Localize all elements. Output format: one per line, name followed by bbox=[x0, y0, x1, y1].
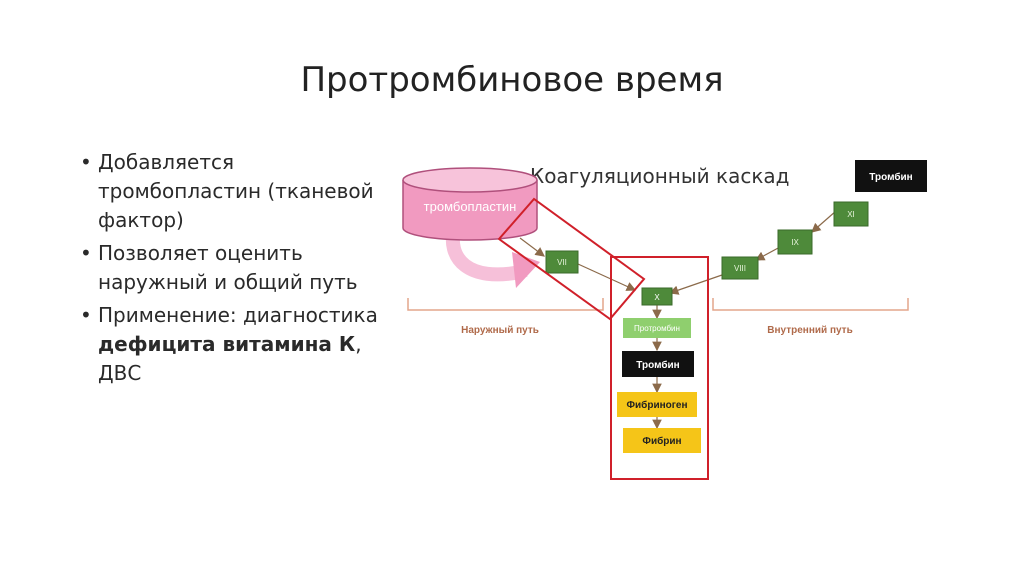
bullet-dot-icon: • bbox=[80, 303, 92, 327]
factor-vii-box: VII bbox=[545, 250, 579, 274]
thrombin-label: Тромбин bbox=[636, 359, 679, 371]
factor-vii-label: VII bbox=[557, 258, 567, 267]
bullet-text: Позволяет оценить наружный и общий путь bbox=[98, 241, 358, 294]
factor-ix-label: IX bbox=[791, 238, 799, 247]
arrow-vii-to-x bbox=[577, 263, 637, 291]
factor-x-box: X bbox=[641, 287, 673, 306]
top-thrombin-label: Тромбин bbox=[869, 171, 912, 183]
cylinder-label: тромбопластин bbox=[424, 199, 517, 214]
fibrinogen-box: Фибриноген bbox=[617, 392, 697, 417]
factor-xi-label: XI bbox=[847, 210, 855, 219]
extrinsic-bracket bbox=[407, 298, 604, 311]
intrinsic-bracket bbox=[712, 298, 909, 311]
tissue-factor-arrowhead bbox=[512, 252, 540, 288]
factor-x-label: X bbox=[654, 293, 660, 302]
prothrombin-box: Протромбин bbox=[623, 318, 691, 338]
highlight-common-pathway bbox=[610, 256, 709, 480]
bullet-text-suffix: , ДВС bbox=[98, 332, 362, 385]
intrinsic-label: Внутренний путь bbox=[767, 325, 852, 336]
fibrinogen-label: Фибриноген bbox=[626, 399, 687, 411]
fibrin-label: Фибрин bbox=[642, 435, 681, 447]
bullet-text-bold: дефицита витамина К bbox=[98, 332, 356, 356]
highlight-extrinsic-pathway bbox=[497, 197, 646, 321]
arrow-cylinder-to-vii bbox=[519, 237, 545, 257]
thromboplastin-cylinder: тромбопластин bbox=[402, 167, 538, 241]
factor-viii-label: VIII bbox=[734, 264, 746, 273]
top-thrombin-box: Тромбин bbox=[855, 160, 927, 192]
factor-xi-box: XI bbox=[833, 201, 869, 227]
prothrombin-label: Протромбин bbox=[634, 324, 680, 333]
factor-ix-box: IX bbox=[777, 229, 813, 255]
bullet-item: • Применение: диагностика дефицита витам… bbox=[78, 301, 388, 388]
arrow-xi-to-ix bbox=[811, 210, 837, 233]
bullet-item: • Добавляется тромбопластин (тканевой фа… bbox=[78, 148, 388, 235]
bullet-dot-icon: • bbox=[80, 241, 92, 265]
bullet-item: • Позволяет оценить наружный и общий пут… bbox=[78, 239, 388, 297]
bullet-text-prefix: Применение: диагностика bbox=[98, 303, 378, 327]
arrow-viii-to-x bbox=[668, 274, 723, 295]
slide-title: Протромбиновое время bbox=[300, 60, 724, 100]
bullet-list: • Добавляется тромбопластин (тканевой фа… bbox=[78, 148, 388, 392]
extrinsic-label: Наружный путь bbox=[461, 325, 539, 336]
arrow-ix-to-viii bbox=[754, 246, 781, 261]
thrombin-box: Тромбин bbox=[622, 351, 694, 377]
bullet-dot-icon: • bbox=[80, 150, 92, 174]
fibrin-box: Фибрин bbox=[623, 428, 701, 453]
bullet-text: Добавляется тромбопластин (тканевой факт… bbox=[98, 150, 374, 232]
factor-viii-box: VIII bbox=[721, 256, 759, 280]
diagram-title: Коагуляционный каскад bbox=[530, 164, 790, 188]
